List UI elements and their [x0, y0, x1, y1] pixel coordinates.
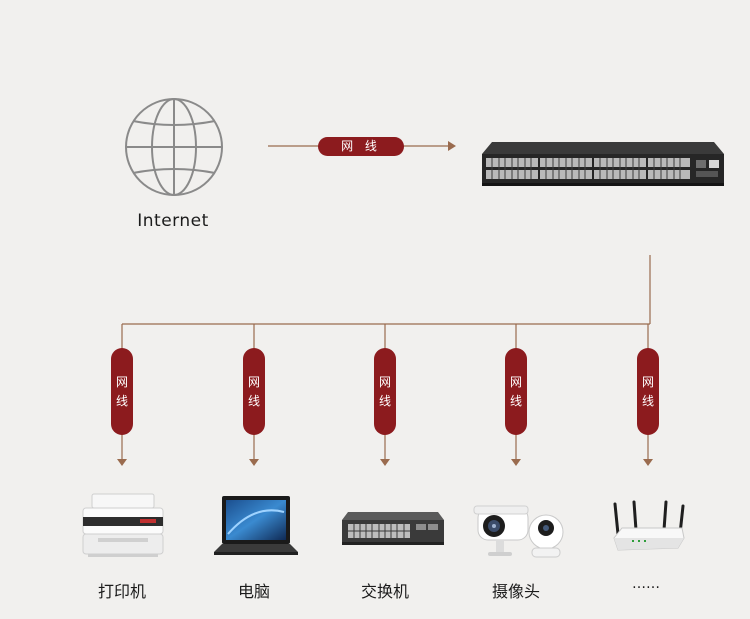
cable-pill-switch: 网 线	[374, 348, 396, 435]
cable-pill-printer: 网 线	[111, 348, 133, 435]
cable-pill-top: 网 线	[318, 137, 404, 156]
cable-pill-char: 网	[247, 374, 260, 389]
internet-label: Internet	[137, 211, 209, 231]
cable-pill-char: 网	[641, 374, 654, 389]
arrow-head-down	[380, 459, 390, 466]
cable-pill-char: 线	[115, 393, 128, 408]
cable-pill-char: 线	[378, 393, 391, 408]
switch-icon	[342, 512, 444, 545]
device-label-more: ……	[632, 576, 660, 592]
router-icon	[613, 500, 685, 551]
arrow-head-down	[643, 459, 653, 466]
network-switch-48-port-icon	[482, 142, 724, 186]
cable-pill-laptop: 网 线	[243, 348, 265, 435]
arrow-head-right	[448, 141, 456, 151]
device-label-printer: 打印机	[97, 582, 146, 601]
laptop-icon	[214, 496, 298, 555]
cable-pill-char: 网	[509, 374, 522, 389]
globe-icon	[125, 98, 223, 196]
cable-pill-char: 网	[115, 374, 128, 389]
device-label-laptop: 电脑	[237, 582, 270, 601]
arrow-head-down	[117, 459, 127, 466]
cable-pill-char: 线	[509, 393, 522, 408]
camera-icon	[473, 505, 564, 558]
cable-pill-char: 线	[641, 393, 654, 408]
device-label-switch: 交换机	[360, 582, 409, 601]
arrow-head-down	[249, 459, 259, 466]
printer-icon	[82, 493, 164, 557]
device-label-camera: 摄像头	[491, 582, 540, 601]
cable-pill-router: 网 线	[637, 348, 659, 435]
arrow-head-down	[511, 459, 521, 466]
cable-pill-char: 网	[378, 374, 391, 389]
cable-pill-char: 线	[247, 393, 260, 408]
cable-pill-camera: 网 线	[505, 348, 527, 435]
